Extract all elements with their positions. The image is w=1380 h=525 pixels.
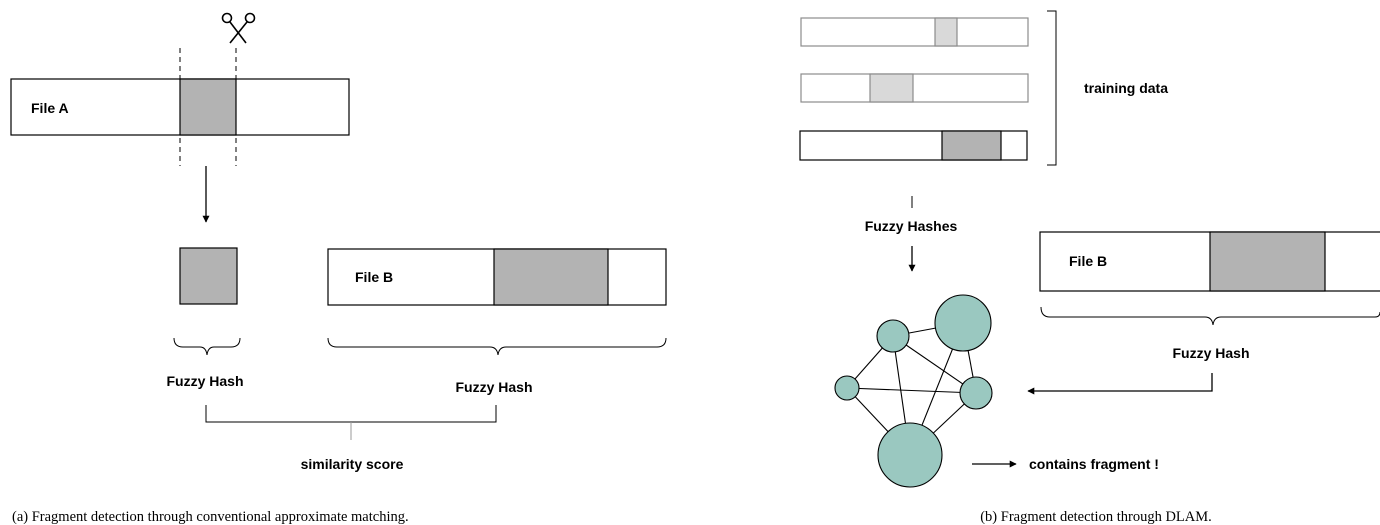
network-node (876, 319, 910, 353)
dlam-network (834, 294, 993, 488)
training-bar-1 (800, 17, 1029, 47)
file-b-fragment-b (1209, 231, 1326, 292)
training-bar-2 (800, 73, 1029, 103)
training-bar-3 (799, 130, 1028, 161)
file-a-label: File A (31, 100, 69, 116)
training-data-label: training data (1084, 80, 1168, 96)
similarity-score-label: similarity score (301, 456, 404, 472)
file-b-label-a: File B (355, 269, 393, 285)
brace-right (327, 337, 667, 356)
contains-fragment-label: contains fragment ! (1029, 456, 1159, 472)
caption-b: (b) Fragment detection through DLAM. (980, 509, 1212, 525)
extracted-fragment (179, 247, 238, 305)
panel-b: training data Fuzzy Hashes File B Fuzzy … (799, 10, 1380, 525)
fuzzy-hash-left-label: Fuzzy Hash (166, 373, 243, 389)
fuzzy-hashes-label: Fuzzy Hashes (865, 218, 958, 234)
brace-b (1040, 306, 1380, 326)
caption-a: (a) Fragment detection through conventio… (12, 509, 409, 525)
similarity-connector (205, 405, 497, 423)
file-b-label-b: File B (1069, 253, 1107, 269)
file-b-fragment-a (493, 248, 609, 306)
fuzzy-hash-right-label: Fuzzy Hash (455, 379, 532, 395)
brace-left (173, 337, 241, 356)
hash-to-model-arrow (1027, 373, 1213, 395)
training-bracket (1047, 10, 1057, 166)
file-b-bar-a: File B (327, 248, 667, 306)
panel-a: File A File B Fuzzy Hash Fuzzy Hash (10, 12, 667, 525)
network-node (877, 422, 943, 488)
network-node (959, 376, 993, 410)
network-node (834, 375, 860, 401)
scissors-icon (221, 12, 256, 44)
file-b-bar-b: File B (1039, 231, 1380, 292)
network-node (934, 294, 992, 352)
file-a-fragment (179, 78, 237, 136)
fuzzy-hash-label-b: Fuzzy Hash (1172, 345, 1249, 361)
